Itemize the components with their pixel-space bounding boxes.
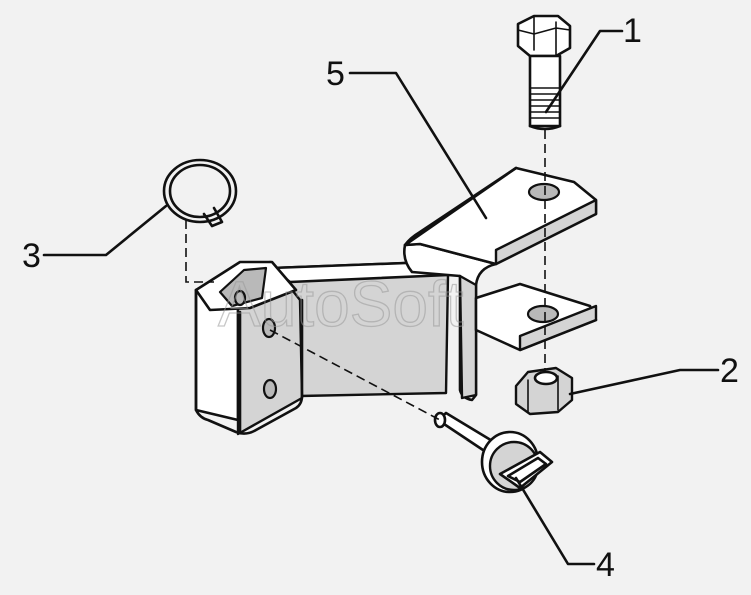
leader-3 [42,204,168,257]
callout-leaders [42,29,720,566]
bracket [403,166,598,402]
assembly-lines [185,130,546,421]
bolt [516,14,572,131]
watermark-text: AutoSoft [218,268,464,340]
pin [433,411,554,494]
hinge-block [194,260,450,436]
callout-label-2: 2 [720,352,739,390]
spring-ring [162,158,238,228]
callout-label-1: 1 [623,12,642,50]
callout-label-5: 5 [326,55,345,93]
leader-2 [568,368,720,396]
callout-label-4: 4 [596,546,615,584]
leader-1 [544,29,624,114]
leader-5 [348,71,488,220]
leader-4 [514,476,596,566]
nut [514,366,574,416]
callout-label-3: 3 [22,237,41,275]
